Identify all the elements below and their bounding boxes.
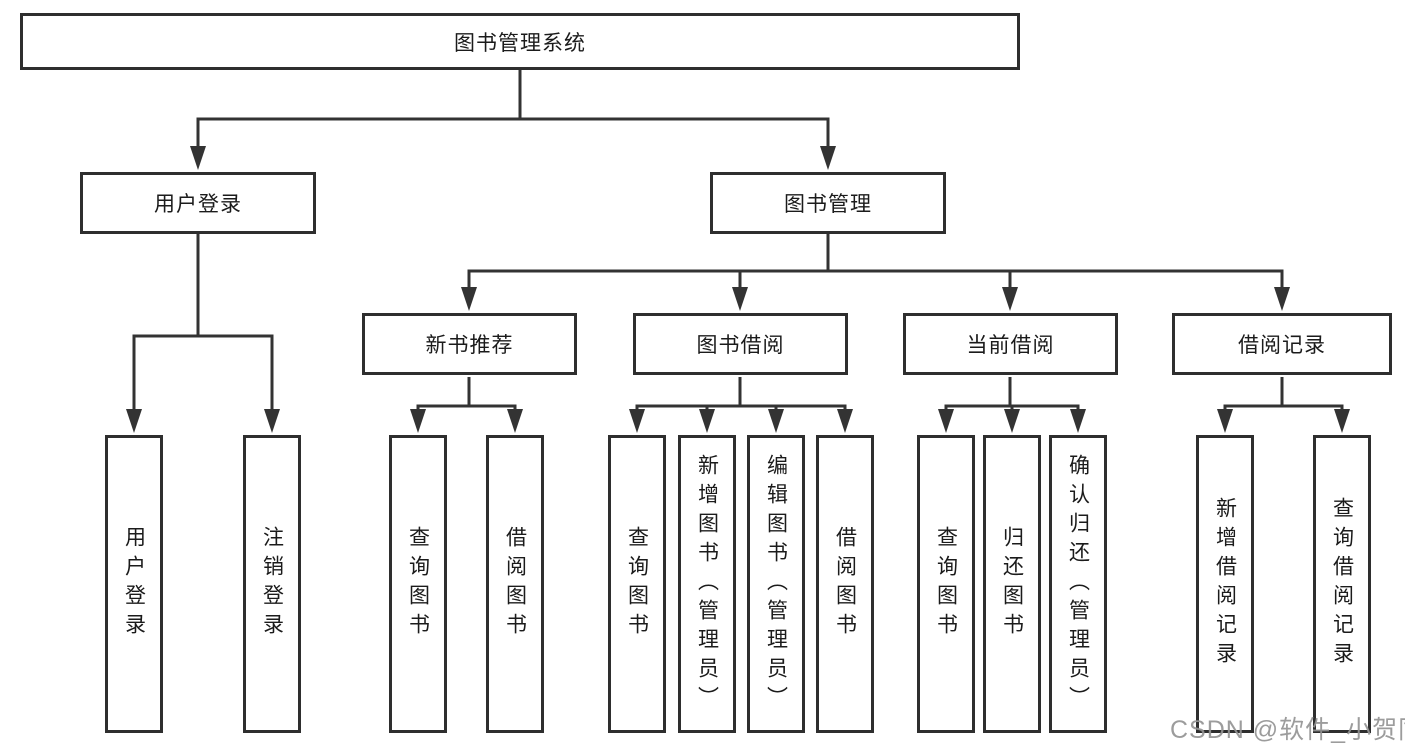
leaf-add-borrow-record: 新增借阅记录: [1196, 435, 1254, 733]
leaf-logout: 注销登录: [243, 435, 301, 733]
leaf-edit-book-admin: 编辑图书（管理员）: [747, 435, 805, 733]
leaf-borrow-books: 借阅图书: [816, 435, 874, 733]
node-book-management-label: 图书管理: [784, 193, 872, 216]
leaf-query-books-borrow: 查询图书: [608, 435, 666, 733]
leaf-user-login-label: 用户登录: [122, 526, 146, 642]
node-current-borrow-label: 当前借阅: [966, 334, 1055, 357]
leaf-query-books-recommend: 查询图书: [389, 435, 447, 733]
node-borrow-records: 借阅记录: [1172, 313, 1392, 375]
leaf-edit-book-admin-label: 编辑图书（管理员）: [764, 453, 788, 715]
leaf-return-books-label: 归还图书: [1000, 526, 1024, 642]
leaf-query-books-borrow-label: 查询图书: [625, 526, 649, 642]
leaf-borrow-books-recommend-label: 借阅图书: [503, 526, 527, 642]
csdn-watermark: CSDN @软件_小贺同学: [1170, 716, 1405, 744]
node-root: 图书管理系统: [20, 13, 1020, 70]
leaf-query-books-recommend-label: 查询图书: [406, 526, 430, 642]
leaf-confirm-return-admin-label: 确认归还（管理员）: [1066, 453, 1090, 715]
node-book-borrow: 图书借阅: [633, 313, 848, 375]
leaf-add-book-admin: 新增图书（管理员）: [678, 435, 736, 733]
leaf-add-book-admin-label: 新增图书（管理员）: [695, 453, 719, 715]
node-borrow-records-label: 借阅记录: [1238, 334, 1326, 357]
leaf-query-borrow-record-label: 查询借阅记录: [1330, 497, 1354, 671]
node-user-login: 用户登录: [80, 172, 316, 234]
node-current-borrow: 当前借阅: [903, 313, 1118, 375]
leaf-query-books-current: 查询图书: [917, 435, 975, 733]
leaf-borrow-books-label: 借阅图书: [833, 526, 857, 642]
node-new-book-recommend: 新书推荐: [362, 313, 577, 375]
node-new-book-recommend-label: 新书推荐: [425, 334, 514, 357]
leaf-query-borrow-record: 查询借阅记录: [1313, 435, 1371, 733]
leaf-confirm-return-admin: 确认归还（管理员）: [1049, 435, 1107, 733]
node-root-label: 图书管理系统: [454, 31, 586, 55]
leaf-logout-label: 注销登录: [260, 526, 284, 642]
arrowhead-group: [126, 146, 1350, 433]
leaf-return-books: 归还图书: [983, 435, 1041, 733]
node-book-borrow-label: 图书借阅: [696, 334, 785, 357]
leaf-query-books-current-label: 查询图书: [934, 526, 958, 642]
node-book-management: 图书管理: [710, 172, 946, 234]
node-user-login-label: 用户登录: [154, 193, 242, 216]
leaf-add-borrow-record-label: 新增借阅记录: [1213, 497, 1237, 671]
leaf-borrow-books-recommend: 借阅图书: [486, 435, 544, 733]
leaf-user-login: 用户登录: [105, 435, 163, 733]
